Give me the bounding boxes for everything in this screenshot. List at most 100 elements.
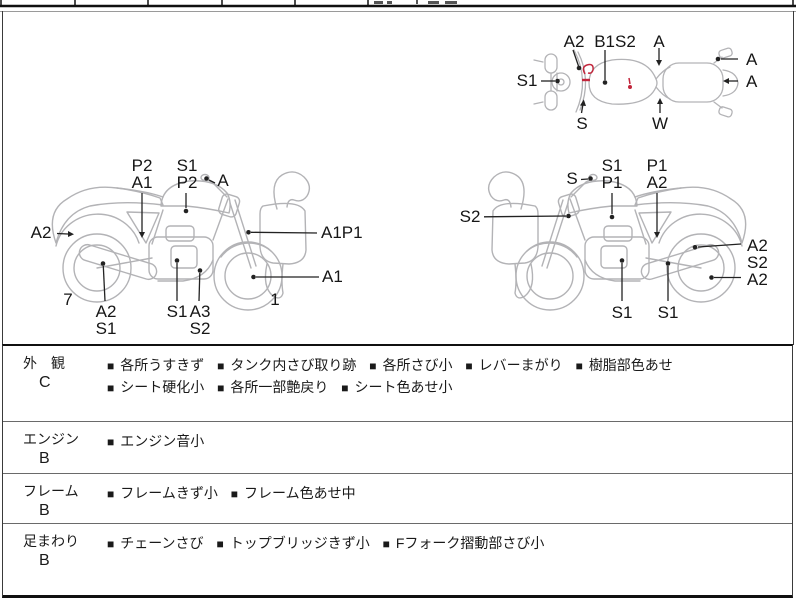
- condition-text: シート硬化小: [120, 379, 205, 395]
- callout-left-a2-muffler: A2: [95, 302, 117, 321]
- condition-item: ■ レバーまがり: [465, 355, 562, 377]
- condition-item: ■ エンジン音小: [107, 431, 204, 453]
- callout-left-s2: S2: [189, 319, 211, 338]
- cutoff-text-fragments: [374, 0, 457, 4]
- table-row-exterior: 外 観 C ■各所うすきず ■タンク内さび取り跡 ■各所さび小 ■レバーまがり …: [3, 346, 792, 422]
- condition-text: 樹脂部色あせ: [588, 357, 673, 373]
- callout-left-a-mirror: A: [217, 171, 229, 190]
- callout-top-s1: S1: [516, 71, 538, 90]
- callout-arrows: [56, 48, 742, 302]
- condition-item: ■タンク内さび取り跡: [217, 355, 356, 377]
- condition-item: ■ Fフォーク摺動部さび小: [383, 533, 545, 555]
- callout-left-number-7: 7: [63, 290, 73, 309]
- table-row-undercarriage: 足まわり B ■ チェーンさび ■ トップブリッジきず小 ■ Fフォーク摺動部さび小: [3, 524, 792, 595]
- callout-left-a1p1: A1P1: [321, 223, 363, 242]
- callout-left-a1-wheel: A1: [322, 267, 343, 286]
- callout-top-a-seat: A: [653, 32, 665, 51]
- damage-marks: [582, 63, 632, 89]
- condition-item: ■ 各所一部艶戻り: [217, 377, 328, 399]
- row-label-text: 足まわり: [23, 533, 79, 549]
- callout-right-s2-front: S2: [459, 207, 481, 226]
- condition-text: レバーまがり: [478, 357, 563, 373]
- grade-value: B: [39, 450, 50, 467]
- condition-item: ■ シート硬化小: [107, 377, 204, 399]
- callout-left-a1-seat: A1: [131, 173, 153, 192]
- callout-top-b1s2: B1S2: [594, 32, 636, 51]
- condition-item: ■ シート色あせ小: [341, 377, 452, 399]
- bullet-icon: ■: [341, 381, 349, 395]
- row-label-text: エンジン: [23, 431, 79, 447]
- condition-item: ■ トップブリッジきず小: [216, 533, 369, 555]
- bullet-icon: ■: [107, 359, 115, 373]
- callout-right-s-mirror: S: [566, 169, 578, 188]
- condition-text: 各所うすきず: [120, 357, 205, 373]
- condition-text: エンジン音小: [120, 433, 205, 449]
- row-label-exterior: 外 観 C: [3, 346, 103, 421]
- row-label-text: フレーム: [23, 483, 79, 499]
- bullet-icon: ■: [216, 537, 224, 551]
- callout-left-a3: A3: [189, 302, 211, 321]
- bullet-icon: ■: [217, 359, 225, 373]
- callout-top-w: W: [651, 114, 669, 133]
- callout-right-a2-wheel: A2: [747, 270, 768, 289]
- callout-left-s1-tank: S1: [176, 156, 198, 175]
- callout-top-a-signal: A: [746, 50, 758, 69]
- row-content-engine: ■ エンジン音小: [103, 422, 792, 473]
- condition-item: ■ フレーム色あせ中: [231, 483, 356, 505]
- motorcycle-left-side-view: [487, 171, 747, 311]
- table-row-frame: フレーム B ■ フレームきず小 ■ フレーム色あせ中: [3, 474, 792, 524]
- condition-table: 外 観 C ■各所うすきず ■タンク内さび取り跡 ■各所さび小 ■レバーまがり …: [2, 344, 793, 598]
- callout-top-a-fender: A: [746, 72, 758, 91]
- bullet-icon: ■: [107, 381, 115, 395]
- row-label-undercarriage: 足まわり B: [3, 524, 103, 595]
- callout-right-p1-tank: P1: [601, 173, 623, 192]
- condition-text: シート色あせ小: [354, 379, 453, 395]
- callout-left-s1-engine: S1: [166, 302, 188, 321]
- callout-right-s1-engine: S1: [611, 303, 633, 322]
- callout-right-s1-swingarm: S1: [657, 303, 679, 322]
- grade-value: B: [39, 552, 50, 569]
- bullet-icon: ■: [107, 537, 115, 551]
- bullet-icon: ■: [217, 381, 225, 395]
- row-label-engine: エンジン B: [3, 422, 103, 473]
- condition-text: フレームきず小: [120, 485, 218, 501]
- condition-text: 各所さび小: [382, 357, 453, 373]
- row-content-frame: ■ フレームきず小 ■ フレーム色あせ中: [103, 474, 792, 523]
- row-content-undercarriage: ■ チェーンさび ■ トップブリッジきず小 ■ Fフォーク摺動部さび小: [103, 524, 792, 595]
- callout-left-p2: P2: [131, 156, 153, 175]
- callout-left-number-1: 1: [270, 290, 280, 309]
- condition-text: トップブリッジきず小: [229, 535, 370, 551]
- callout-right-s2-rear: S2: [747, 253, 768, 272]
- bullet-icon: ■: [575, 359, 583, 373]
- page-borders: [2, 11, 794, 345]
- condition-text: チェーンさび: [120, 535, 204, 551]
- grade-value: B: [39, 502, 50, 519]
- condition-text: フレーム色あせ中: [243, 485, 356, 501]
- top-strip-lines: [0, 0, 796, 12]
- condition-item: ■ 各所うすきず: [107, 355, 204, 377]
- row-label-frame: フレーム B: [3, 474, 103, 523]
- row-label-text: 外 観: [23, 355, 65, 371]
- bullet-icon: ■: [465, 359, 473, 373]
- bullet-icon: ■: [382, 537, 390, 551]
- bullet-icon: ■: [230, 487, 238, 501]
- callout-left-a2-rear: A2: [30, 223, 52, 242]
- callout-top-s: S: [576, 114, 588, 133]
- condition-item: ■ 樹脂部色あせ: [576, 355, 673, 377]
- condition-item: ■ チェーンさび: [107, 533, 204, 555]
- condition-text: 各所一部艶戻り: [230, 379, 329, 395]
- bullet-icon: ■: [107, 487, 115, 501]
- condition-text: Fフォーク摺動部さび小: [395, 535, 545, 551]
- callout-left-s1-muffler: S1: [95, 319, 117, 338]
- table-row-engine: エンジン B ■ エンジン音小: [3, 422, 792, 474]
- bullet-icon: ■: [107, 435, 115, 449]
- callout-right-a2-cover: A2: [646, 173, 668, 192]
- bullet-icon: ■: [369, 359, 377, 373]
- condition-item: ■ フレームきず小: [107, 483, 218, 505]
- grade-value: C: [39, 374, 51, 391]
- callout-right-p1-cover: P1: [646, 156, 668, 175]
- condition-item: ■ 各所さび小: [369, 355, 452, 377]
- motorcycle-top-view: [533, 47, 739, 118]
